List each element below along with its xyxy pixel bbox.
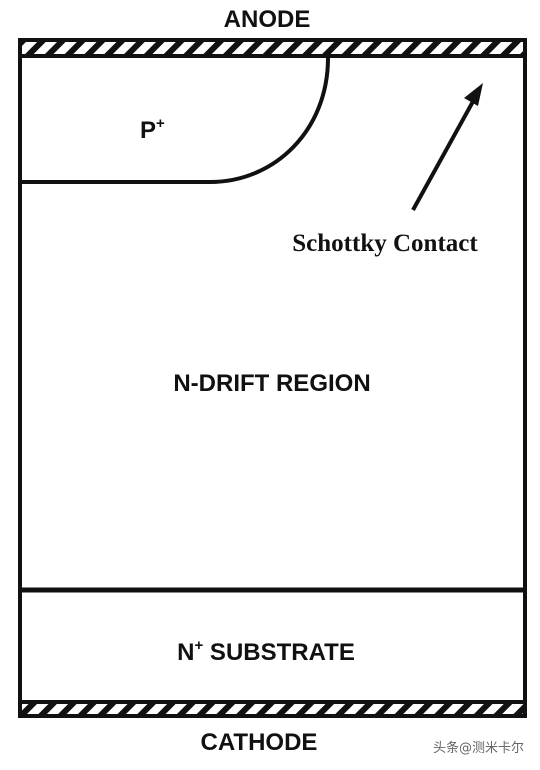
cathode-label: CATHODE [201,729,318,756]
substrate-text: SUBSTRATE [203,639,355,666]
anode-metal-contact [18,38,527,58]
watermark-text: 头条@测米卡尔 [433,740,524,756]
p-plus-base: P [140,117,156,144]
anode-label: ANODE [224,6,311,33]
substrate-superscript: + [195,637,204,654]
cathode-metal-contact [18,700,527,718]
p-plus-label: P+ [140,115,165,144]
substrate-n: N [177,639,194,666]
schottky-arrow-head [464,83,483,106]
n-drift-region-label: N-DRIFT REGION [173,370,370,397]
p-plus-region-boundary [22,57,330,184]
schottky-arrow-line [411,95,478,211]
n-plus-substrate-label: N+ SUBSTRATE [177,637,355,666]
p-plus-superscript: + [156,115,165,132]
schottky-contact-label: Schottky Contact [292,230,478,257]
